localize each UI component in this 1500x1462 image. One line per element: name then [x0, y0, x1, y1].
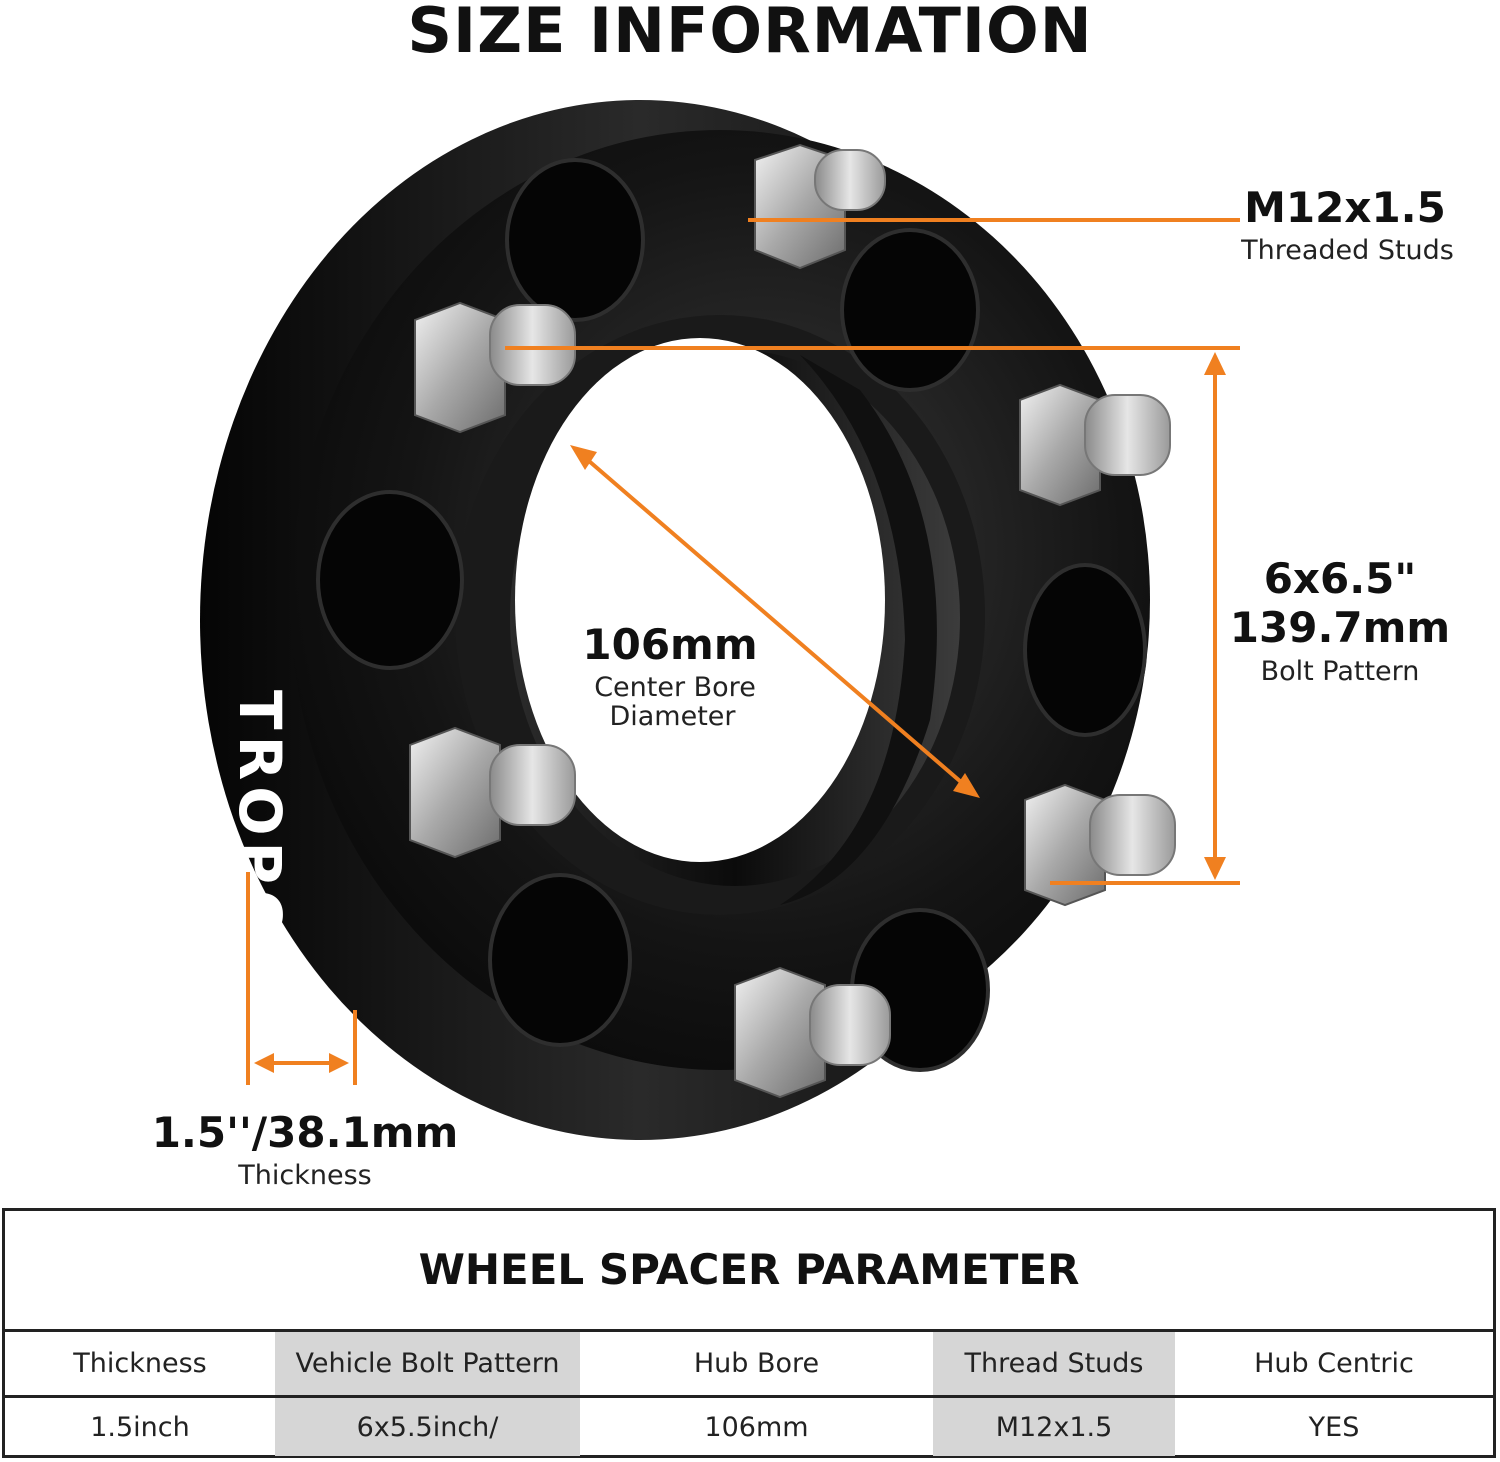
bolt-pattern-arrow-head-bottom	[1204, 857, 1226, 880]
center-bore-arrow-head-b	[953, 773, 980, 798]
dimension-lines	[246, 218, 1240, 1085]
center-bore-caption-2: Diameter	[609, 701, 736, 732]
center-bore-caption-1: Center Bore	[594, 672, 756, 703]
thickness-arrow-head-right	[329, 1053, 349, 1073]
lug-studs	[409, 143, 1176, 1099]
stud-right-lower	[1024, 783, 1176, 907]
stud-bottom	[734, 966, 891, 1099]
value-bolt-pattern: 6x5.5inch/	[275, 1398, 580, 1456]
bolt-pattern-mm: 139.7mm	[1229, 603, 1451, 652]
value-hub-bore: 106mm	[704, 1411, 809, 1443]
value-thickness: 1.5inch	[90, 1411, 190, 1443]
header-thread-studs: Thread Studs	[933, 1332, 1175, 1395]
parameter-header-row: Thickness Vehicle Bolt Pattern Hub Bore …	[5, 1332, 1493, 1398]
center-bore-value: 106mm	[582, 620, 758, 669]
bolt-pattern-arrow-head-top	[1204, 352, 1226, 375]
parameter-value-row: 1.5inch 6x5.5inch/ 106mm M12x1.5 YES	[5, 1398, 1493, 1456]
stud-right-upper	[1019, 383, 1171, 507]
header-hub-centric: Hub Centric	[1254, 1348, 1414, 1379]
stud-top-right	[754, 143, 886, 270]
thickness-value: 1.5''/38.1mm	[151, 1108, 459, 1157]
header-hub-bore: Hub Bore	[693, 1348, 820, 1379]
center-bore-arrow-line	[580, 453, 970, 790]
brand-logo-text: TROPOW	[226, 690, 294, 1015]
studs-caption: Threaded Studs	[1241, 235, 1454, 266]
page-title: SIZE INFORMATION	[407, 0, 1093, 67]
bolt-pattern-caption: Bolt Pattern	[1260, 656, 1420, 687]
center-bore-arrow-head-a	[570, 445, 597, 470]
header-thickness: Thickness	[73, 1348, 207, 1379]
value-thread-studs: M12x1.5	[933, 1398, 1175, 1456]
stud-left-lower	[409, 726, 576, 859]
value-hub-centric: YES	[1308, 1411, 1360, 1443]
wheel-spacer-illustration: TROPOW	[200, 100, 1240, 1140]
parameter-table-title: WHEEL SPACER PARAMETER	[5, 1211, 1493, 1332]
studs-value: M12x1.5	[1244, 183, 1446, 232]
parameter-table: WHEEL SPACER PARAMETER Thickness Vehicle…	[2, 1208, 1496, 1458]
thickness-arrow-head-left	[254, 1053, 274, 1073]
thickness-caption: Thickness	[238, 1160, 372, 1191]
bolt-pattern-inch: 6x6.5"	[1263, 554, 1417, 603]
header-bolt-pattern: Vehicle Bolt Pattern	[275, 1332, 580, 1395]
stud-top-left	[414, 301, 576, 434]
